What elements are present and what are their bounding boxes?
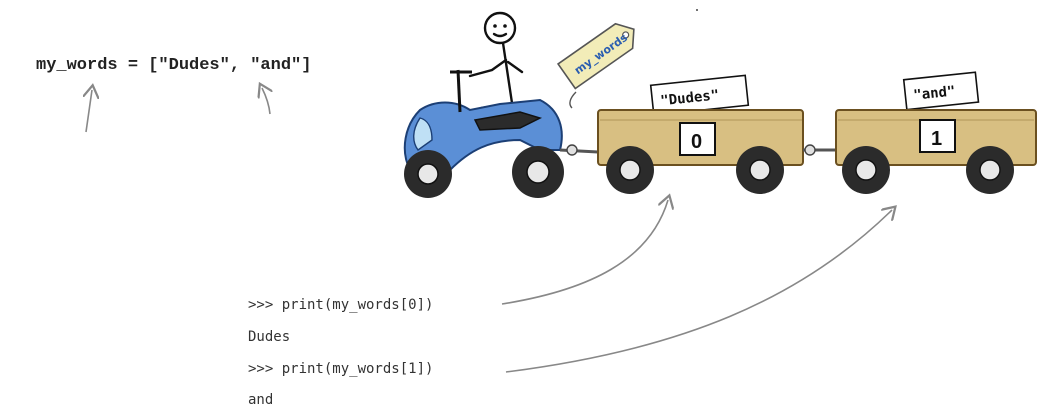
trailer-0-value-card: "Dudes" (649, 74, 750, 117)
arrow-index-1 (505, 210, 892, 373)
trailer-1-index-label: 1 (931, 128, 942, 150)
trailer-1-value-card: "and" (902, 71, 980, 111)
variable-tag: my_words (556, 22, 635, 90)
trailer-0: "Dudes" 0 (597, 74, 804, 194)
repl-line-3: >>> print(my_words[1]) (248, 361, 434, 377)
arrow-to-list-values (262, 88, 270, 115)
scooter (403, 69, 599, 198)
trailer-0-index-label: 0 (691, 131, 702, 153)
code-assignment: my_words = ["Dudes", "and"] (36, 56, 312, 75)
arrow-index-0 (501, 200, 668, 305)
trailer-0-index-box (679, 122, 716, 156)
repl-line-1: >>> print(my_words[0]) (248, 297, 434, 313)
trailer-1-index-box (919, 119, 956, 153)
arrow-to-variable-name (86, 90, 92, 133)
repl-arrows (501, 200, 892, 373)
code-arrows (86, 88, 270, 133)
trailer-1-value-label: "and" (913, 83, 957, 103)
repl-line-2: Dudes (248, 329, 291, 345)
trailer-0-value-label: "Dudes" (660, 87, 720, 109)
repl-line-4: and (248, 392, 274, 408)
trailer-1: "and" 1 (835, 71, 1037, 194)
